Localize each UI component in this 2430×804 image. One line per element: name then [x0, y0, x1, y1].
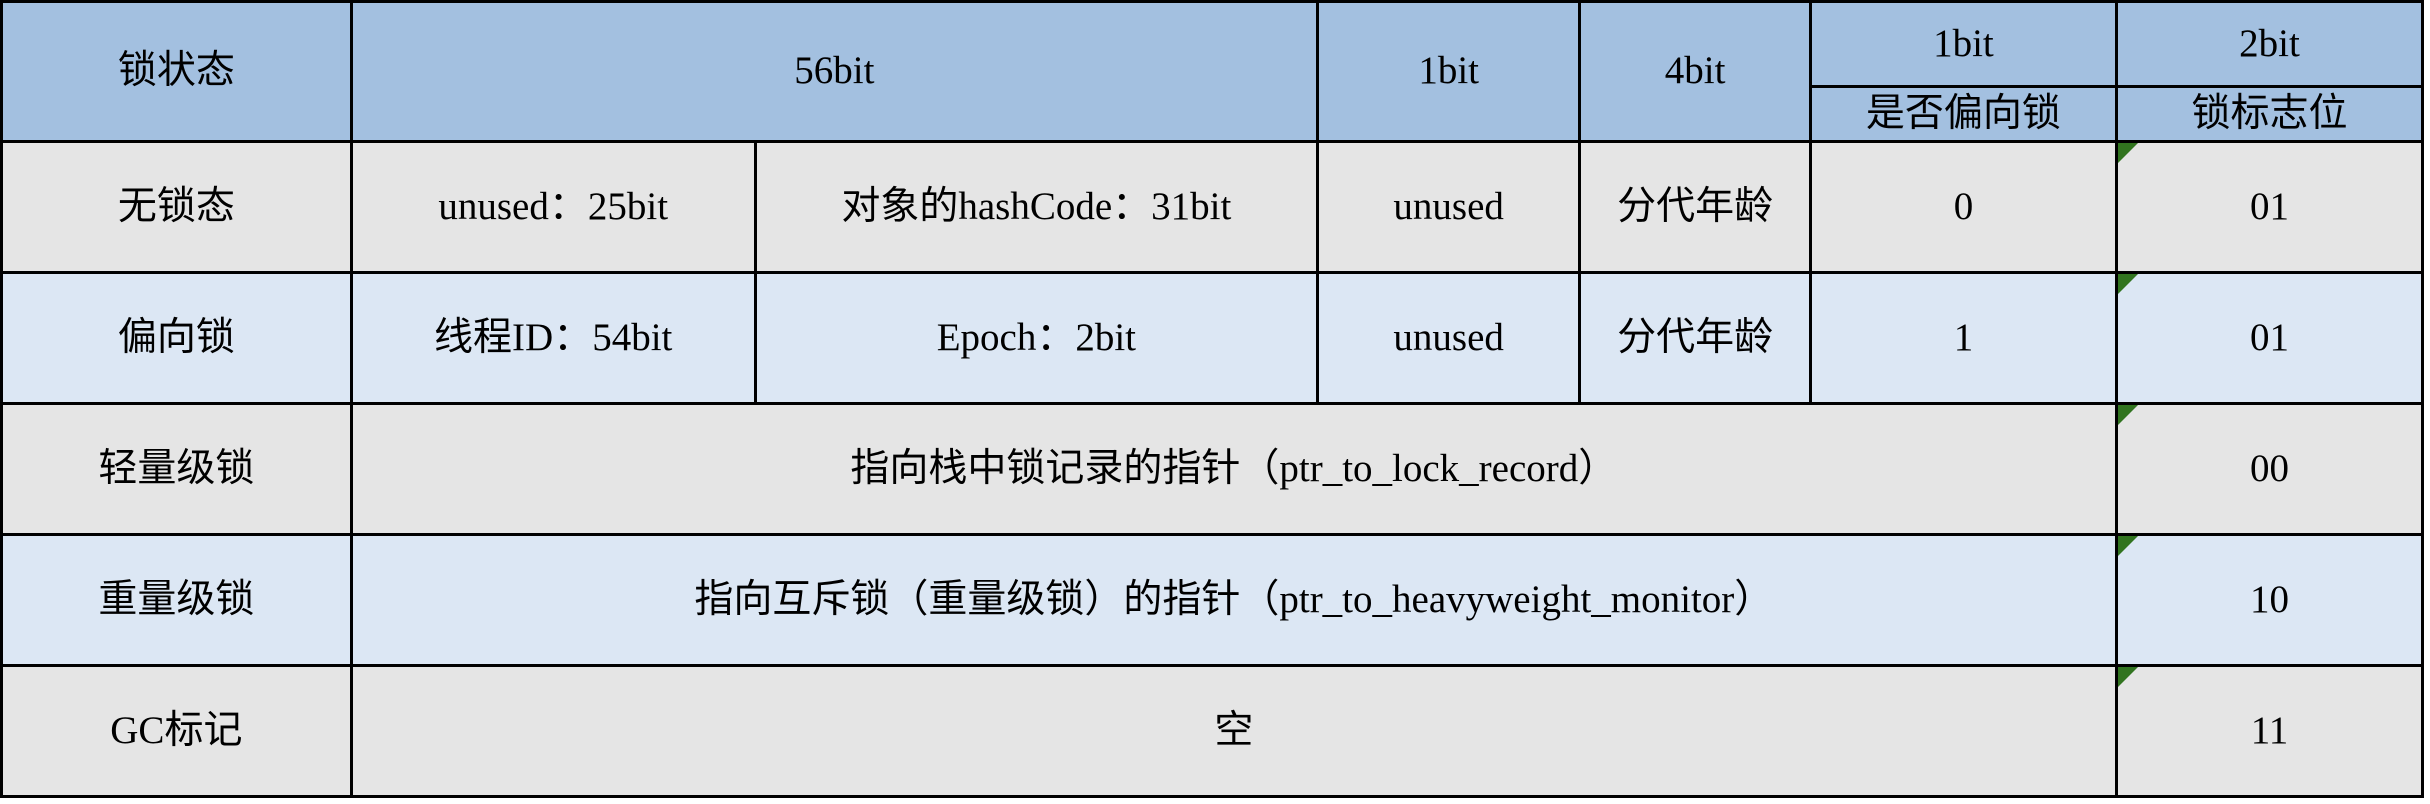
- cell-state-name: 偏向锁: [0, 271, 353, 405]
- cell-biased-value: 1: [1808, 271, 2118, 405]
- cell-state-name: GC标记: [0, 664, 353, 798]
- cell-one-bit: unused: [1315, 271, 1582, 405]
- header-cell-56bit: 56bit: [349, 0, 1320, 143]
- cell-lock-flag-value: 11: [2114, 664, 2425, 798]
- table-row: 轻量级锁 指向栈中锁记录的指针（ptr_to_lock_record） 00: [0, 402, 2425, 536]
- table-row: 重量级锁 指向互斥锁（重量级锁）的指针（ptr_to_heavyweight_m…: [0, 533, 2425, 667]
- cell-four-bit: 分代年龄: [1578, 271, 1812, 405]
- table-row: 无锁态 unused：25bit 对象的hashCode：31bit unuse…: [0, 140, 2425, 274]
- header-cell-group-1bit: 1bit: [1808, 0, 2118, 88]
- cell-lock-flag-value: 00: [2114, 402, 2425, 536]
- header-cell-group-2bit: 2bit: [2114, 0, 2425, 88]
- cell-state-name: 无锁态: [0, 140, 353, 274]
- table-header-row-top: 锁状态 56bit 1bit 4bit 1bit 2bit: [0, 0, 2425, 143]
- table-header-row-sub: 是否偏向锁 锁标志位: [2, 85, 2425, 143]
- cell-field-a: unused：25bit: [349, 140, 757, 274]
- header-cell-is-biased-lock: 是否偏向锁: [1808, 85, 2118, 143]
- header-cell-1bit: 1bit: [1315, 0, 1582, 143]
- header-cell-lock-flag-bits: 锁标志位: [2114, 85, 2425, 143]
- cell-state-name: 轻量级锁: [0, 402, 353, 536]
- cell-merged-pointer-text: 空: [349, 664, 2118, 798]
- cell-field-b: 对象的hashCode：31bit: [753, 140, 1320, 274]
- cell-lock-flag-value: 01: [2114, 140, 2425, 274]
- cell-one-bit: unused: [1315, 140, 1582, 274]
- cell-lock-flag-value: 10: [2114, 533, 2425, 667]
- cell-four-bit: 分代年龄: [1578, 140, 1812, 274]
- cell-field-b: Epoch：2bit: [753, 271, 1320, 405]
- table-row: GC标记 空 11: [0, 664, 2425, 798]
- cell-biased-value: 0: [1808, 140, 2118, 274]
- cell-lock-flag-value: 01: [2114, 271, 2425, 405]
- table-row: 偏向锁 线程ID：54bit Epoch：2bit unused 分代年龄 1 …: [0, 271, 2425, 405]
- cell-state-name: 重量级锁: [0, 533, 353, 667]
- header-cell-4bit: 4bit: [1578, 0, 1812, 143]
- cell-merged-pointer-text: 指向栈中锁记录的指针（ptr_to_lock_record）: [349, 402, 2118, 536]
- cell-field-a: 线程ID：54bit: [349, 271, 757, 405]
- cell-merged-pointer-text: 指向互斥锁（重量级锁）的指针（ptr_to_heavyweight_monito…: [349, 533, 2118, 667]
- header-cell-lock-state: 锁状态: [0, 0, 353, 143]
